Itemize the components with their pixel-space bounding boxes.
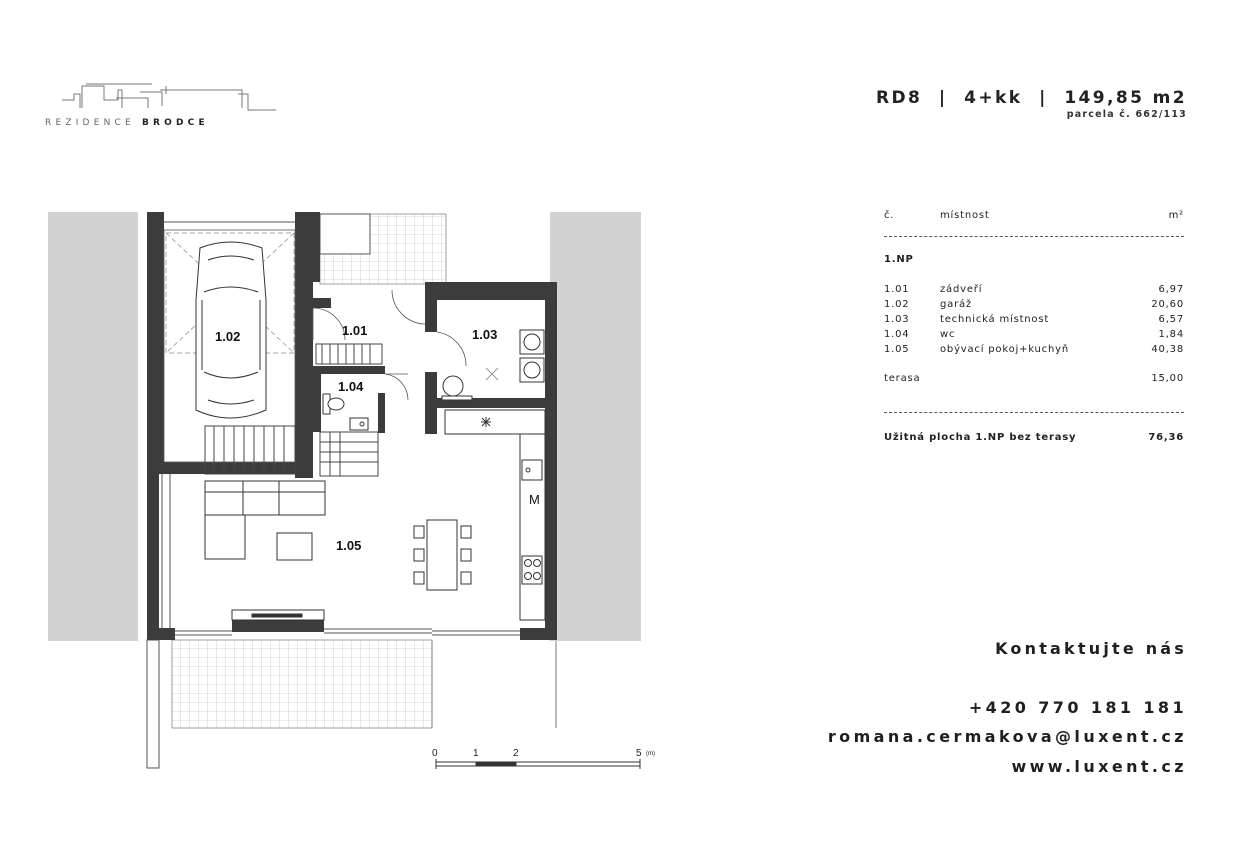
scale-unit: (m): [646, 751, 655, 757]
extractor-icon: [481, 417, 491, 427]
row-number: 1.02: [884, 299, 910, 310]
neighbor-left: [48, 212, 138, 641]
north-planter: [319, 213, 371, 255]
drain-icon: [485, 367, 499, 381]
room-label-1-04: 1.04: [338, 379, 364, 394]
stairs: [204, 425, 379, 477]
page-subtitle: parcela č. 662/113: [1066, 109, 1187, 120]
garden-wall-left: [146, 639, 160, 769]
fridge-mark: M: [529, 492, 540, 507]
neighbor-right: [550, 212, 641, 641]
contact-web[interactable]: www.luxent.cz: [1011, 757, 1187, 776]
row-room: technická místnost: [940, 314, 1050, 325]
row-area: 1,84: [1158, 329, 1184, 340]
room-table: č. místnost m² 1.NP 1.01 zádveří 6,97 1.…: [884, 210, 1184, 450]
terrace-south: [171, 639, 433, 729]
logo-brand-first: REZIDENCE: [45, 118, 135, 128]
contact-phone[interactable]: +420 770 181 181: [968, 698, 1187, 717]
room-label-1-05: 1.05: [336, 538, 361, 553]
floor-label-text: 1.NP: [884, 254, 914, 265]
floor-plan: M 1.02 1.01 1.03 1.04 1.05: [48, 212, 655, 769]
table-row: 1.01 zádveří 6,97: [884, 284, 1184, 298]
terrace-label: terasa: [884, 373, 921, 384]
row-room: wc: [940, 329, 956, 340]
row-number: 1.05: [884, 344, 910, 355]
row-area: 40,38: [1151, 344, 1184, 355]
row-number: 1.04: [884, 329, 910, 340]
table-divider-bottom: [884, 412, 1184, 413]
toilet-icon: [322, 393, 369, 431]
wardrobe: [315, 343, 383, 365]
col-number-header: č.: [884, 210, 895, 221]
room-label-1-02: 1.02: [215, 329, 240, 344]
table-row: 1.03 technická místnost 6,57: [884, 314, 1184, 328]
row-number: 1.01: [884, 284, 910, 295]
row-number: 1.03: [884, 314, 910, 325]
table-row: 1.04 wc 1,84: [884, 329, 1184, 343]
contact-email[interactable]: romana.cermakova@luxent.cz: [827, 727, 1187, 746]
logo-brand-second: BRODCE: [141, 118, 209, 128]
logo-text: REZIDENCE BRODCE: [45, 118, 209, 128]
windows: [161, 221, 520, 636]
walls: [147, 212, 557, 640]
doors: [312, 289, 467, 401]
total-area: 76,36: [1148, 432, 1184, 443]
table-row: 1.05 obývací pokoj+kuchyň 40,38: [884, 344, 1184, 358]
room-label-1-03: 1.03: [472, 327, 497, 342]
terrace-row: terasa 15,00: [884, 373, 1184, 387]
scale-tick-1: 1: [473, 748, 479, 759]
total-label: Užitná plocha 1.NP bez terasy: [884, 432, 1077, 443]
room-label-1-01: 1.01: [342, 323, 367, 338]
car-icon: [195, 241, 267, 419]
total-row: Užitná plocha 1.NP bez terasy 76,36: [884, 432, 1184, 446]
scale-tick-0: 0: [432, 748, 438, 759]
terrace-area: 15,00: [1151, 373, 1184, 384]
row-area: 6,57: [1158, 314, 1184, 325]
coffee-table: [276, 532, 313, 561]
logo-skyline: [62, 83, 276, 111]
contact-title: Kontaktujte nás: [995, 639, 1187, 658]
scale-tick-5: 5: [636, 748, 642, 759]
table-header: č. místnost m²: [884, 210, 1184, 224]
kitchen-counter: [444, 409, 546, 621]
sofa: [204, 480, 326, 560]
tech-equipment: [441, 329, 545, 401]
row-room: garáž: [940, 299, 972, 310]
row-room: obývací pokoj+kuchyň: [940, 344, 1069, 355]
col-area-header: m²: [1168, 210, 1184, 221]
row-room: zádveří: [940, 284, 983, 295]
scale-tick-2: 2: [513, 748, 519, 759]
table-divider-top: [884, 236, 1184, 237]
col-room-header: místnost: [940, 210, 990, 221]
tv-unit: [231, 609, 325, 621]
row-area: 20,60: [1151, 299, 1184, 310]
scale-bar: [435, 759, 641, 769]
row-area: 6,97: [1158, 284, 1184, 295]
floor-label: 1.NP: [884, 254, 1184, 268]
dining-set: [413, 519, 472, 591]
table-row: 1.02 garáž 20,60: [884, 299, 1184, 313]
page-title: RD8 | 4+kk | 149,85 m2: [876, 88, 1187, 108]
